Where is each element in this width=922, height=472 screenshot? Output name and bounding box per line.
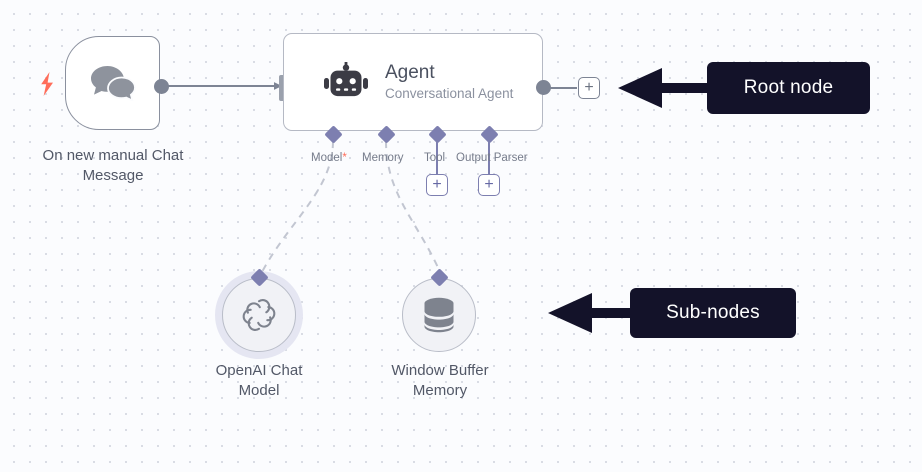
trigger-output-port[interactable] xyxy=(154,79,169,94)
node-caption-window-buffer-memory: Window Buffer Memory xyxy=(391,362,489,399)
robot-icon xyxy=(324,62,368,102)
database-icon xyxy=(422,296,456,334)
chat-bubbles-icon xyxy=(90,65,136,103)
agent-output-port[interactable] xyxy=(536,80,551,95)
annotation-badge-sub-nodes: Sub-nodes xyxy=(630,288,796,338)
annotation-badge-root-node: Root node xyxy=(707,62,870,114)
agent-port-label-model-text: Model xyxy=(311,152,343,164)
node-on-new-manual-chat-message[interactable] xyxy=(65,36,160,130)
agent-output-add-node-button[interactable]: + xyxy=(578,77,600,99)
agent-port-label-memory: Memory xyxy=(362,152,404,164)
node-caption-openai-chat-model: OpenAI Chat Model xyxy=(215,362,303,399)
node-openai-chat-model[interactable] xyxy=(222,278,296,352)
agent-port-label-model: Model* xyxy=(311,152,347,165)
agent-port-label-tool: Tool xyxy=(424,152,446,164)
agent-port-tool-add-node-button[interactable]: + xyxy=(426,174,448,196)
agent-text-block: Agent Conversational Agent xyxy=(385,62,513,103)
agent-port-model-required-marker: * xyxy=(342,152,347,164)
node-window-buffer-memory[interactable] xyxy=(402,278,476,352)
lightning-bolt-icon xyxy=(39,72,55,96)
openai-logo-icon xyxy=(239,295,279,335)
agent-port-output-parser-add-node-button[interactable]: + xyxy=(478,174,500,196)
agent-title: Agent xyxy=(385,61,435,83)
root-node-arrow-icon xyxy=(618,68,718,108)
agent-port-label-output-parser: Output Parser xyxy=(456,152,528,164)
node-caption-trigger: On new manual Chat Message xyxy=(42,147,184,184)
agent-subtitle: Conversational Agent xyxy=(385,85,514,101)
node-agent[interactable]: Agent Conversational Agent xyxy=(283,33,543,131)
